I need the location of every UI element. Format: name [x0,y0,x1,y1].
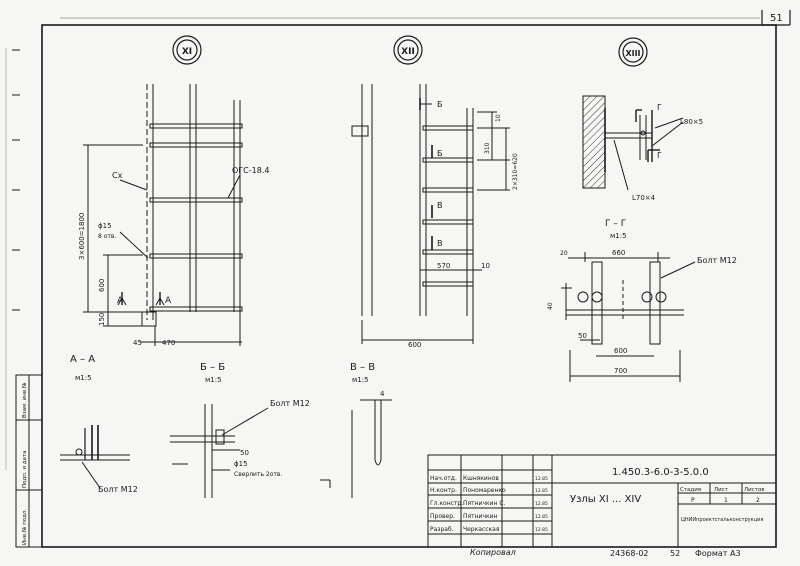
section-gg-dim-600: 600 [614,347,627,355]
section-aa-scale: м1:5 [75,374,92,382]
section-vv-drawing [320,399,392,498]
xi-dim-150: 150 [98,313,106,326]
xi-cx-label: Cx [112,171,123,180]
node-xiii-drawing [582,95,684,191]
tb-role-3: Провер. [430,513,455,520]
title-block-sheet: 1 [724,497,728,504]
xi-hole-label: ϕ15 [98,222,112,230]
section-gg-dim-660: 660 [612,249,625,257]
section-aa-bolt: Болт М12 [98,485,138,494]
title-block-code: 1.450.3-6.0-3-5.0.0 [612,467,709,478]
xi-dim-600: 600 [98,279,106,292]
side-stamp-c2: Подп. и дата [22,451,28,488]
xii-dim-2x310: 2×310=620 [512,153,519,190]
tb-date-0: 12.85 [535,476,548,482]
section-gg-dim-700: 700 [614,367,627,375]
xi-holes-count: 8 отв. [98,233,116,240]
node-xi-badge [172,35,202,65]
xiii-angle-80: L80×5 [680,118,703,126]
section-gg-dim-40: 40 [547,302,554,310]
node-xiii-label: XIII [625,49,640,58]
tb-date-4: 12.85 [535,527,548,533]
title-block-title: Узлы XI ... XIV [570,494,641,505]
title-block [427,454,777,548]
xiii-angle-70: L70×4 [632,194,656,202]
sheet-frame [41,24,777,548]
node-xii-label: XII [401,47,415,57]
section-aa-drawing [60,425,130,489]
xii-dim-570: 570 [437,262,450,270]
footer-copied: Копировал [470,548,516,557]
section-bb-drill: Сверлить 2отв. [234,471,282,478]
xi-section-left: A [117,296,124,306]
xii-dim-10a: 10 [495,114,502,122]
tb-role-2: Гл.констр. [430,500,463,507]
xii-dim-310: 310 [484,142,491,154]
footer-inv: 24368-02 [610,549,649,558]
section-vv-scale: м1:5 [352,376,369,384]
xi-dim-45: 45 [133,339,142,347]
sheet-number: 51 [770,13,783,24]
node-xii-badge [393,35,423,65]
section-vv-dim-4: 4 [380,390,385,398]
xiii-g1: Г [657,103,662,112]
xii-v2: В [437,239,443,248]
tb-name-1: Пономаренко [463,487,506,494]
xi-dim-height: 3×600=1800 [78,213,86,260]
node-xi-drawing [83,84,243,346]
section-bb-bolt: Болт М12 [270,399,310,408]
section-gg-dim-20: 20 [560,250,568,257]
tb-name-0: Кшнякинов [463,475,499,482]
xii-dim-600: 600 [408,341,421,349]
tb-role-4: Разраб. [430,526,454,533]
xi-section-right: A [165,296,172,306]
section-aa-title: А – А [70,354,95,365]
node-xii-drawing [351,84,510,344]
section-gg-scale: м1:5 [610,232,627,240]
tb-name-2: Пятничкин С. [463,500,506,507]
xii-b2: Б [437,149,443,158]
title-block-h-sheet: Лист [714,487,729,493]
section-bb-dim-50: 50 [240,449,249,457]
xiii-g2: Г [657,151,662,160]
section-gg-title: Г – Г [605,219,626,229]
title-block-stage: Р [691,497,695,504]
node-xi-label: XI [182,47,192,57]
tb-date-1: 12.85 [535,488,548,494]
xii-v1: В [437,201,443,210]
title-block-org: ЦНИИпроектстальконструкция [681,517,763,523]
title-block-h-stage: Стадия [680,487,701,493]
title-block-sheets: 2 [756,497,760,504]
tb-role-0: Нач.отд. [430,475,457,482]
section-gg-dim-50: 50 [578,332,587,340]
footer-format: Формат А3 [695,549,741,558]
tb-date-3: 12.85 [535,514,548,520]
section-bb-drawing [170,404,269,498]
node-xiii-badge [618,37,648,67]
tb-role-1: Н.контр. [430,487,457,494]
footer-num: 52 [670,549,680,558]
section-bb-title: Б – Б [200,362,225,373]
section-vv-title: В – В [350,362,375,373]
xi-ogs-label: ОГС-18.4 [232,166,269,175]
tb-name-3: Пятничкин [463,513,498,520]
section-bb-hole: ϕ15 [234,460,248,468]
xi-dim-470: 470 [162,339,175,347]
side-stamp-c1: Взам. инв.№ [22,382,28,418]
tb-date-2: 12.85 [535,501,548,507]
side-stamp-c3: Инв.№ подл. [22,509,28,545]
xii-b1: Б [437,100,443,109]
section-bb-scale: м1:5 [205,376,222,384]
title-block-h-sheets: Листов [744,487,765,493]
xii-dim-10b: 10 [481,262,490,270]
tb-name-4: Черкасская [463,526,500,533]
section-gg-bolt: Болт М12 [697,256,737,265]
section-gg-drawing [561,252,696,382]
